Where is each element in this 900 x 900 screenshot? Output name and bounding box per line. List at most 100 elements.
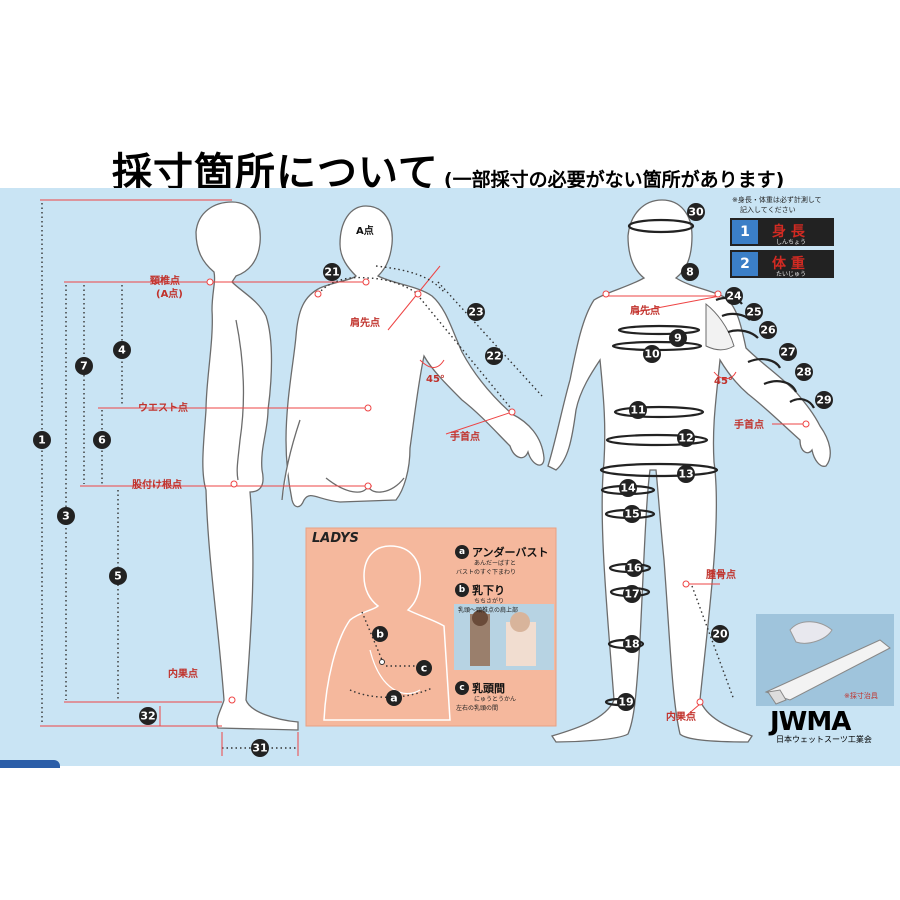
badge-text-32: 32 — [140, 710, 155, 723]
ladies-label-b: 乳下り — [472, 583, 505, 597]
badge-text-9: 9 — [674, 332, 682, 345]
badge-23: 23 — [467, 303, 485, 321]
badge-circle-31 — [251, 739, 269, 757]
ladies-kana-a: あんだーばすと — [474, 559, 516, 567]
badge-text-13: 13 — [678, 468, 693, 481]
badge-6: 6 — [93, 431, 111, 449]
badge-circle-1 — [33, 431, 51, 449]
corner-decoration — [0, 760, 60, 768]
badge-text-26: 26 — [760, 324, 776, 337]
legend-label-2: 体 重 — [772, 255, 805, 272]
badge-circle-32 — [139, 707, 157, 725]
badge-circle-27 — [779, 343, 797, 361]
brand-name: 日本ウェットスーツ工業会 — [776, 734, 872, 744]
badge-circle-20 — [711, 625, 729, 643]
badge-9: 9 — [669, 329, 687, 347]
badge-27: 27 — [779, 343, 797, 361]
back-view-figure — [281, 205, 545, 508]
label-knee: 腫骨点 — [706, 568, 736, 581]
legend-kana-2: たいじゅう — [776, 271, 806, 278]
badge-circle-3 — [57, 507, 75, 525]
badge-30: 30 — [687, 203, 705, 221]
badge-text-27: 27 — [780, 346, 795, 359]
back-measure-lines — [206, 265, 543, 704]
badge-text-24: 24 — [726, 290, 742, 303]
legend-label-1: 身 長 — [772, 223, 806, 240]
label-ankle-side: 内果点 — [168, 667, 198, 680]
badge-circle-23 — [467, 303, 485, 321]
badge-text-22: 22 — [486, 350, 501, 363]
badge-text-14: 14 — [620, 482, 636, 495]
ladies-desc-c: 左右の乳頭の間 — [456, 704, 498, 712]
tool-caption: ※採寸治具 — [844, 691, 878, 700]
badge-10: 10 — [643, 345, 661, 363]
tool-photo: ※採寸治具 — [756, 614, 894, 706]
badge-text-5: 5 — [114, 570, 122, 583]
badge-circle-21 — [323, 263, 341, 281]
legend-kana-1: しんちょう — [776, 239, 806, 246]
badge-21: 21 — [323, 263, 341, 281]
badge-5: 5 — [109, 567, 127, 585]
badge-text-1: 1 — [38, 434, 46, 447]
ladies-desc-b: 乳頭〜頸椎点の肩上部 — [458, 606, 518, 614]
badge-circle-26 — [759, 321, 777, 339]
badge-text-20: 20 — [712, 628, 728, 641]
badge-circle-15 — [623, 505, 641, 523]
badge-text-4: 4 — [118, 344, 126, 357]
badge-text-3: 3 — [62, 510, 70, 523]
label-shoulder-back: 肩先点 — [350, 316, 380, 329]
badge-text-19: 19 — [618, 696, 633, 709]
badge-circle-13 — [677, 465, 695, 483]
badge-text-31: 31 — [252, 742, 267, 755]
badge-circle-9 — [669, 329, 687, 347]
badge-4: 4 — [113, 341, 131, 359]
label-wrist-back: 手首点 — [450, 430, 480, 443]
badge-12: 12 — [677, 429, 695, 447]
label-cervical: 頸椎点 — [150, 274, 180, 287]
badge-19: 19 — [617, 693, 635, 711]
ladies-label-c: 乳頭間 — [472, 681, 505, 695]
badge-text-30: 30 — [688, 206, 704, 219]
ladies-label-a: アンダーバスト — [472, 545, 548, 559]
point-labels: 頸椎点 (A点) A点 ウエスト点 股付け根点 内果点 肩先点 手首点 肩先点 … — [132, 224, 764, 723]
badge-17: 17 — [623, 585, 641, 603]
badge-circle-10 — [643, 345, 661, 363]
label-cervical-sub: (A点) — [156, 287, 183, 300]
brand-logo: JWMA — [768, 707, 851, 737]
side-view-figure — [195, 201, 299, 731]
badge-20: 20 — [711, 625, 729, 643]
badge-text-7: 7 — [80, 360, 88, 373]
ladies-header: LADYS — [312, 531, 359, 546]
badge-text-18: 18 — [624, 638, 639, 651]
ladies-box: LADYS a アンダーバスト あんだーばすと バストのすぐ下まわり b 乳下り… — [305, 527, 557, 727]
ladies-key-b: b — [459, 585, 466, 595]
ladies-badge-a: a — [390, 692, 397, 705]
badge-28: 28 — [795, 363, 813, 381]
side-measure-lines — [40, 199, 299, 756]
badge-text-23: 23 — [468, 306, 483, 319]
badge-circle-5 — [109, 567, 127, 585]
badge-circle-18 — [623, 635, 641, 653]
ladies-kana-b: ちちさがり — [474, 597, 504, 605]
legend-note-2: 記入してください — [740, 205, 796, 214]
badge-text-17: 17 — [624, 588, 639, 601]
badge-text-29: 29 — [816, 394, 831, 407]
number-badges: 1345678910111213141516171819202122232425… — [33, 203, 833, 757]
badge-15: 15 — [623, 505, 641, 523]
badge-26: 26 — [759, 321, 777, 339]
badge-circle-29 — [815, 391, 833, 409]
badge-32: 32 — [139, 707, 157, 725]
badge-text-28: 28 — [796, 366, 811, 379]
badge-18: 18 — [623, 635, 641, 653]
badge-circle-30 — [687, 203, 705, 221]
ladies-badge-c: c — [421, 662, 428, 675]
badge-29: 29 — [815, 391, 833, 409]
badge-circle-16 — [625, 559, 643, 577]
badge-text-15: 15 — [624, 508, 639, 521]
badge-31: 31 — [251, 739, 269, 757]
badge-7: 7 — [75, 357, 93, 375]
badge-8: 8 — [681, 263, 699, 281]
badge-25: 25 — [745, 303, 763, 321]
legend-note-1: ※身長・体重は必ず計測して — [732, 195, 822, 204]
label-a-point: A点 — [356, 224, 374, 237]
